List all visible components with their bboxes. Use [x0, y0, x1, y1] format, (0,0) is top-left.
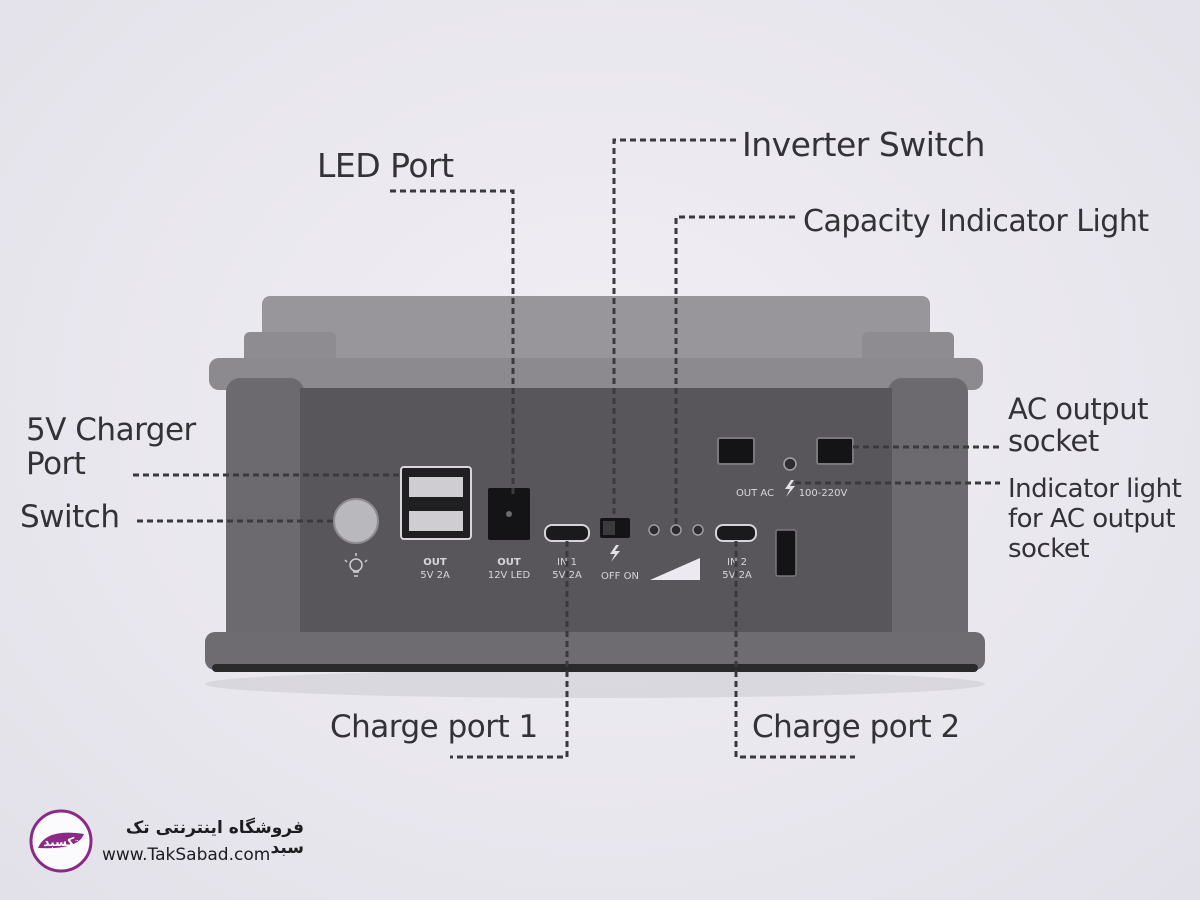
taksabad-logo: تکسبد	[29, 809, 93, 873]
led-out-spec: 12V LED	[488, 570, 531, 581]
in1-spec: 5V 2A	[552, 570, 582, 581]
label-charge-port-1: Charge port 1	[330, 709, 538, 745]
label-led-port: LED Port	[317, 146, 454, 185]
lightning-icon	[610, 545, 620, 562]
power-switch-button[interactable]	[333, 498, 379, 544]
inverter-off-on: OFF ON	[601, 571, 639, 582]
in2-spec: 5V 2A	[722, 570, 752, 581]
label-ac-indicator-line2: for AC output	[1008, 504, 1176, 534]
logo-text: تکسبد	[43, 835, 79, 849]
label-inverter-switch: Inverter Switch	[742, 125, 985, 164]
ac-outlet-slot	[775, 529, 797, 577]
label-ac-indicator-line3: socket	[1008, 534, 1090, 564]
usb-out-spec: 5V 2A	[420, 570, 450, 581]
ac-indicator-light	[783, 457, 797, 471]
ac-voltage: 100-220V	[799, 488, 848, 499]
label-5v-charger-line1: 5V Charger	[26, 412, 196, 448]
usb-out-title: OUT	[423, 557, 447, 568]
device-lid	[209, 358, 983, 390]
capacity-ramp-icon	[650, 558, 700, 580]
label-switch: Switch	[20, 499, 120, 535]
in1-title: IN 1	[557, 557, 577, 568]
label-ac-socket-line2: socket	[1008, 424, 1099, 458]
light-bulb-icon	[344, 553, 368, 577]
label-ac-indicator-line1: Indicator light	[1008, 474, 1182, 504]
label-ac-socket-line1: AC output	[1008, 392, 1148, 426]
charge-port-1[interactable]	[544, 524, 590, 542]
store-name: فروشگاه اینترنتی تک سبد	[125, 818, 304, 858]
ac-out-label: OUT AC	[736, 488, 774, 499]
store-url[interactable]: www.TakSabad.com	[102, 845, 271, 865]
led-out-title: OUT	[497, 557, 521, 568]
ac-socket-left[interactable]	[717, 437, 755, 465]
capacity-indicator-lights	[648, 524, 704, 536]
charge-port-2[interactable]	[715, 524, 757, 542]
ac-socket-right[interactable]	[816, 437, 854, 465]
in2-title: IN 2	[727, 557, 747, 568]
label-capacity-indicator: Capacity Indicator Light	[803, 204, 1149, 239]
device-front-panel	[300, 388, 892, 646]
label-charge-port-2: Charge port 2	[752, 709, 960, 745]
label-5v-charger-line2: Port	[26, 446, 86, 482]
